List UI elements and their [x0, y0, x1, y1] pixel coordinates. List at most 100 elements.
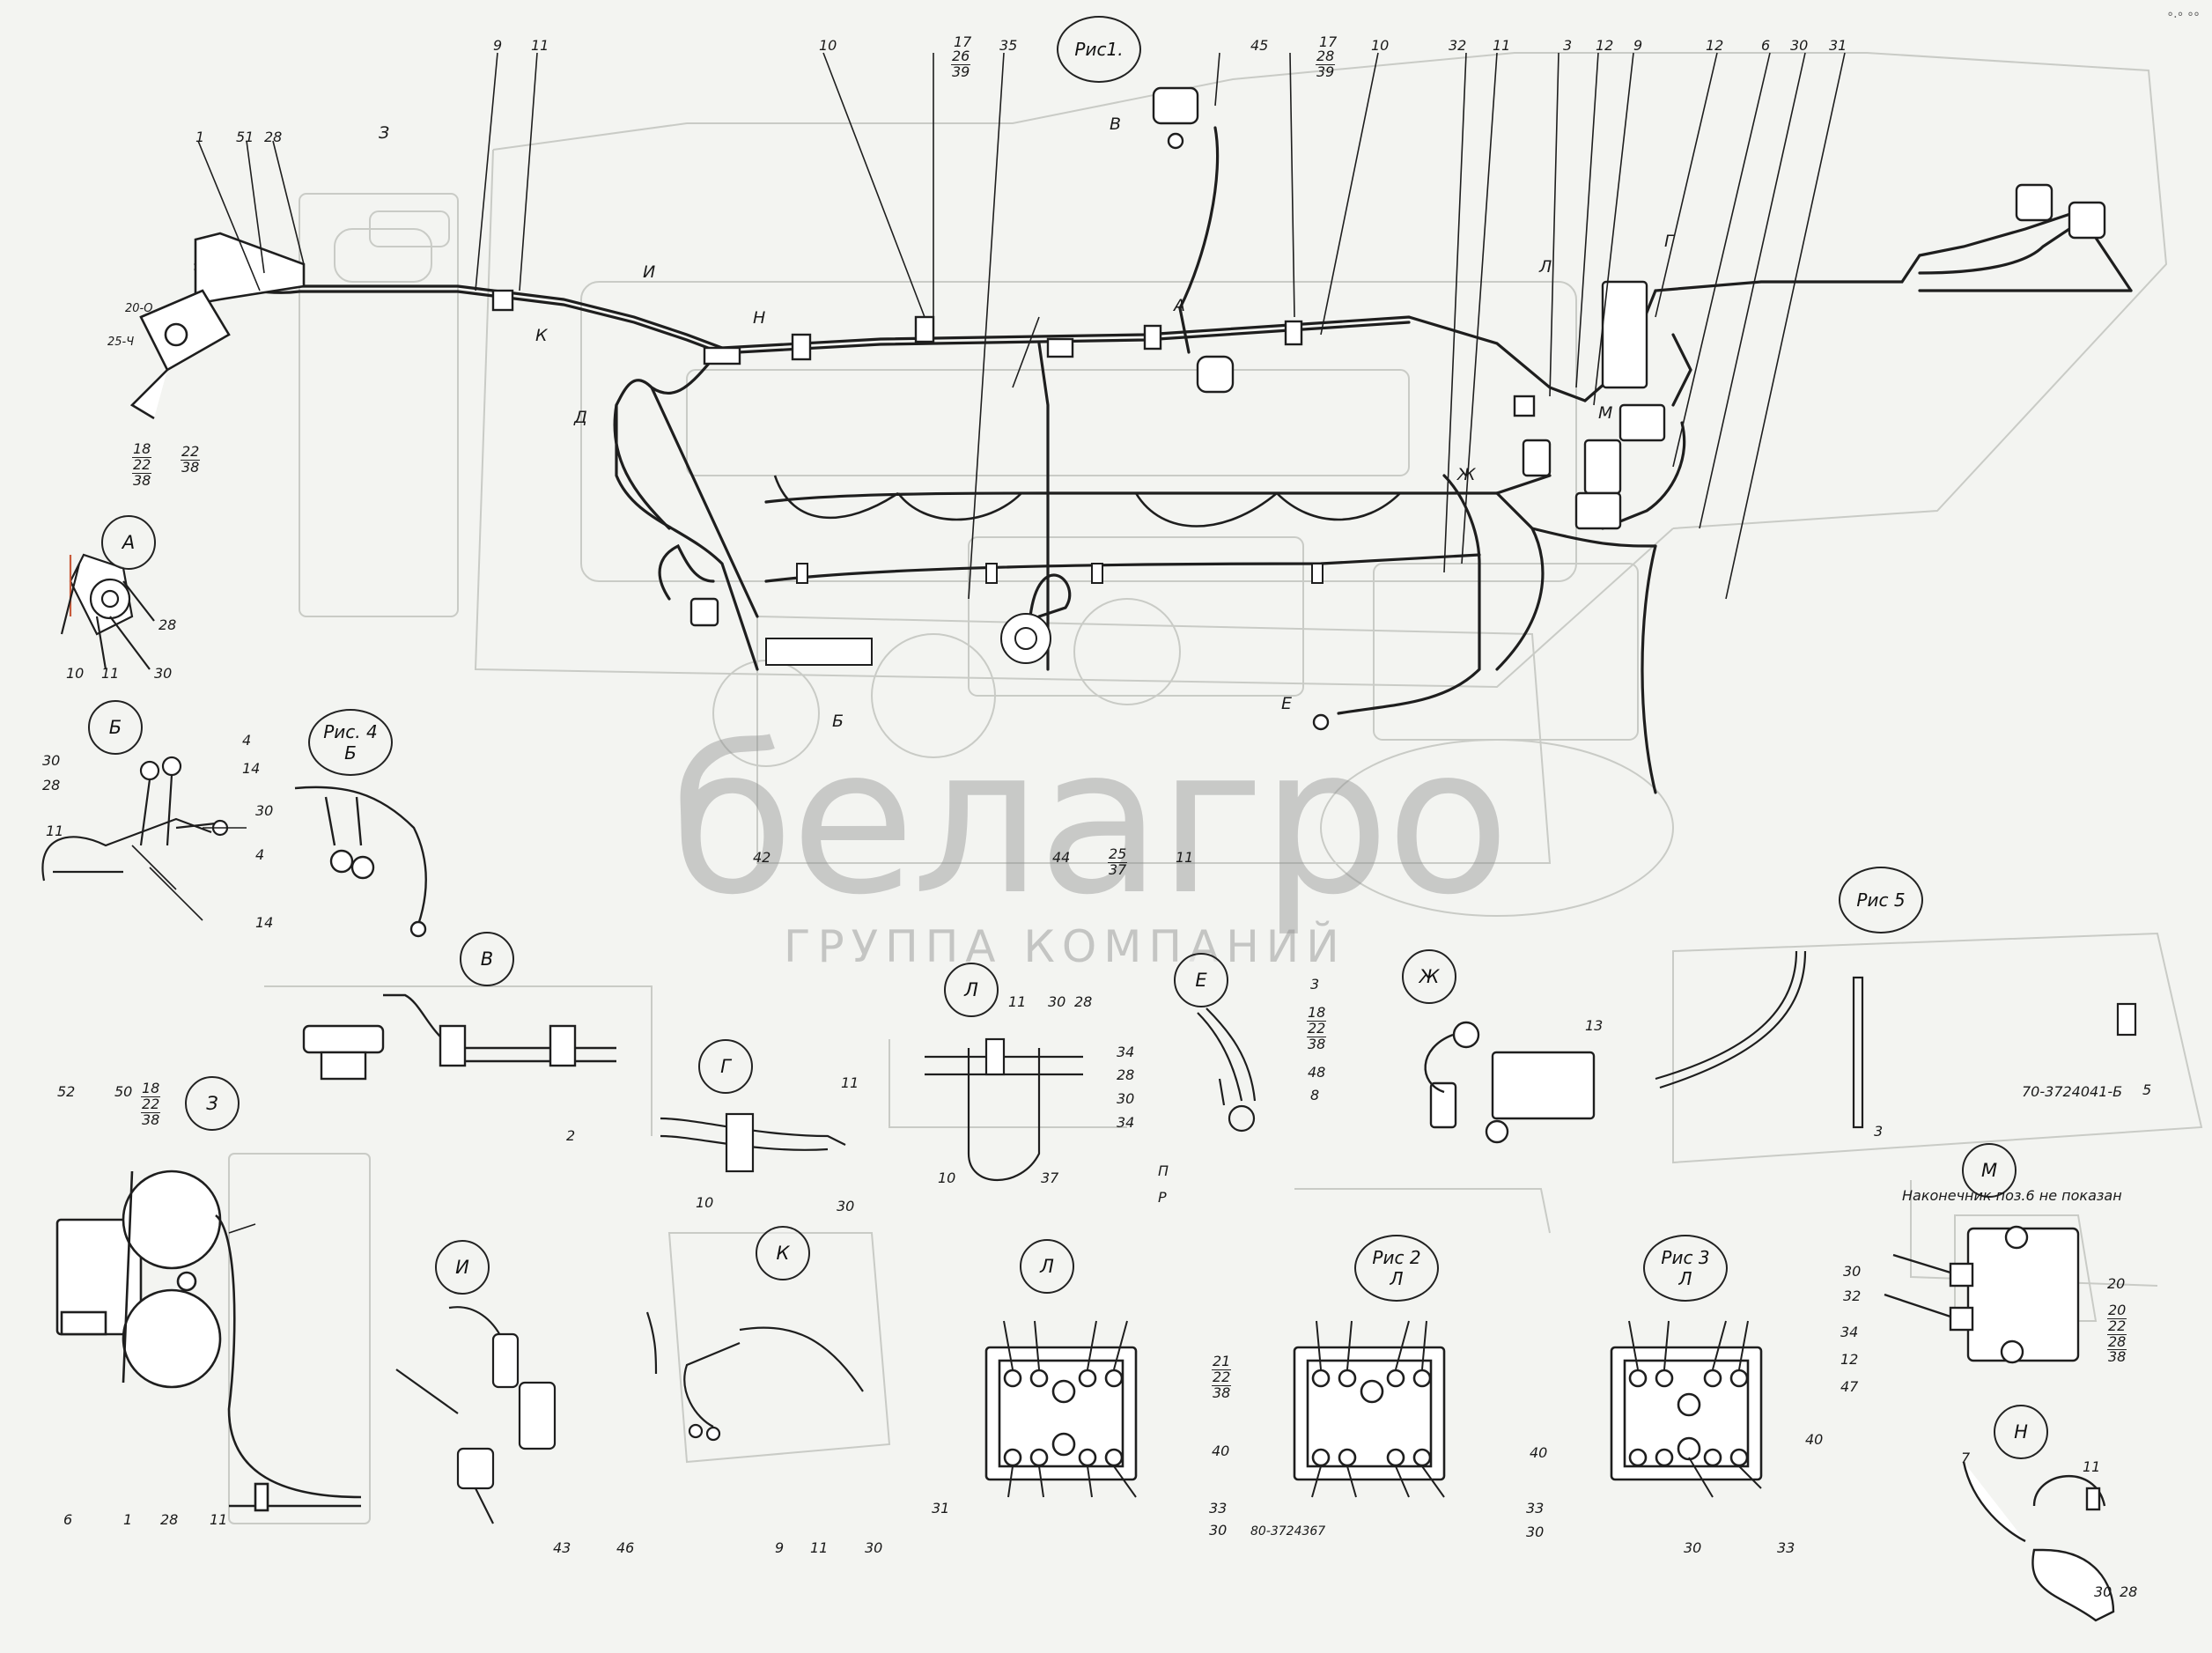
callout: 40 — [1805, 1431, 1824, 1448]
callout: 12 — [1706, 37, 1724, 54]
view-circle-L2: Л — [1020, 1239, 1074, 1294]
view-circle-label: Рис. 4 — [323, 721, 378, 742]
callout: 10 — [819, 37, 837, 54]
callout: 30 — [837, 1198, 855, 1214]
view-circle-G: Г — [698, 1039, 753, 1094]
callout: 17 — [1319, 33, 1338, 50]
main-view-letter: Н — [753, 308, 766, 328]
view-circle-E: Е — [1174, 953, 1228, 1007]
callout: 9 — [775, 1539, 785, 1556]
fraction-part: 22 — [2107, 1317, 2127, 1335]
callout: 14 — [242, 760, 261, 777]
callout: 47 — [1840, 1378, 1859, 1395]
view-circle-B: Б — [88, 700, 143, 755]
callout: 50 — [114, 1083, 133, 1100]
detail-Zh — [1424, 1021, 1596, 1144]
detail-M — [1884, 1225, 2080, 1364]
fraction-part: 39 — [952, 63, 970, 80]
callout: 28 — [42, 777, 61, 793]
view-circle-K: К — [756, 1226, 810, 1280]
fraction-part: 22 — [181, 443, 201, 461]
injector-loops — [773, 475, 1401, 528]
main-view-letter: Е — [1281, 694, 1293, 713]
callout: 33 — [1209, 1500, 1228, 1516]
main-view-letter: Г — [1664, 232, 1674, 251]
callout: 30 — [1209, 1522, 1228, 1539]
view-circle-label: Л — [964, 979, 978, 1000]
callout: 10 — [66, 665, 85, 682]
callout: П — [1158, 1162, 1169, 1179]
main-view-letter: Ж — [1457, 465, 1476, 484]
fraction-part: 38 — [133, 471, 151, 489]
view-circle-label: Г — [720, 1056, 731, 1077]
view-circle-label: К — [776, 1243, 790, 1264]
callout: 35 — [999, 37, 1018, 54]
callout: 46 — [616, 1539, 635, 1556]
fraction-part: 22 — [141, 1095, 161, 1113]
fraction-part: 18 — [141, 1080, 161, 1097]
callout: 30 — [1843, 1263, 1862, 1280]
callout: 48 — [1308, 1064, 1326, 1081]
callout: 11 — [1008, 993, 1027, 1010]
view-circle-V: В — [460, 932, 514, 986]
terminal-mark: 25-Ч — [107, 336, 135, 349]
callout: 30 — [1048, 993, 1066, 1010]
callout: 51 — [236, 129, 254, 145]
callout: Р — [1158, 1189, 1167, 1206]
callout: 43 — [553, 1539, 571, 1556]
callout: 3 — [1310, 976, 1320, 993]
callout: 45 — [1250, 37, 1269, 54]
callout: 6 — [63, 1511, 73, 1528]
detail-B — [41, 756, 229, 882]
callout: 32 — [1449, 37, 1467, 54]
detail-ris4 — [294, 786, 427, 938]
injector-stubs — [765, 563, 1324, 666]
callout: 37 — [1041, 1170, 1059, 1186]
fraction-part: 38 — [1213, 1384, 1231, 1401]
callout: 34 — [1117, 1114, 1135, 1131]
view-circle-Z: З — [185, 1076, 240, 1131]
callout: 28 — [264, 129, 283, 145]
fraction-part: 38 — [142, 1111, 160, 1128]
main-view-letter: М — [1598, 403, 1613, 423]
fraction-part: 38 — [181, 458, 200, 476]
callout: 28 — [1074, 993, 1093, 1010]
background-outlines — [228, 52, 2203, 1524]
fraction-part: 25 — [1108, 845, 1128, 863]
detail-K — [645, 1311, 864, 1442]
view-circle-I: И — [435, 1240, 490, 1295]
terminal-mark: 20-О — [125, 302, 153, 315]
main-view-letter: Д — [574, 408, 587, 427]
harness-clips — [491, 86, 2106, 731]
view-circle-label: И — [455, 1257, 469, 1278]
corner-mark: °·° °° — [2167, 11, 2200, 25]
callout: 34 — [1117, 1044, 1135, 1060]
callout: 30 — [42, 752, 61, 769]
callout: 32 — [1843, 1288, 1862, 1304]
fraction-part: 38 — [1308, 1035, 1326, 1052]
callout: 7 — [1961, 1450, 1971, 1466]
callout: 40 — [1212, 1443, 1230, 1459]
view-circle-label: Рис1. — [1074, 39, 1124, 60]
callout: 11 — [841, 1074, 859, 1091]
callout: 30 — [255, 802, 274, 819]
callout: 13 — [1585, 1017, 1604, 1034]
callout: 1 — [123, 1511, 133, 1528]
callout: 28 — [159, 616, 177, 633]
view-circle-label: Рис 5 — [1856, 889, 1906, 911]
watermark-subtitle: ГРУППА КОМПАНИЙ — [784, 921, 1346, 972]
view-circle-label: З — [206, 1093, 218, 1114]
callout: 31 — [1829, 37, 1847, 54]
view-circle-ris5: Рис 5 — [1839, 867, 1923, 934]
detail-Z — [55, 1170, 362, 1512]
view-circle-N: Н — [1994, 1405, 2048, 1459]
callout: 30 — [1790, 37, 1809, 54]
